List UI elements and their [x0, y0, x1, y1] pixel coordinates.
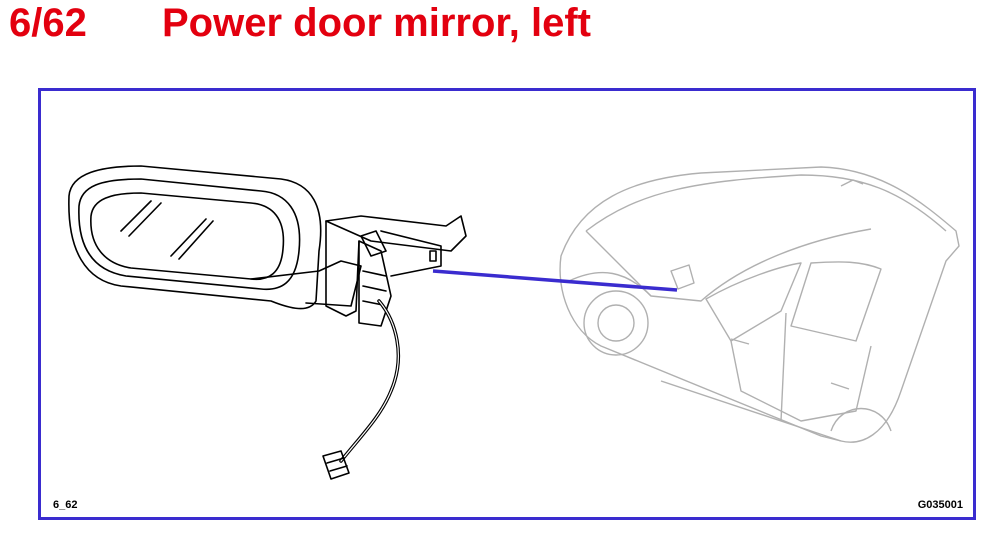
mirror-housing-outer	[68, 165, 322, 310]
car-outline-drawing	[559, 166, 960, 443]
car-front-wheel	[583, 290, 649, 356]
illustration-canvas	[68, 165, 960, 480]
page-title: Power door mirror, left	[162, 1, 591, 45]
car-side-window-front	[705, 262, 802, 342]
mirror-cable-connector-detail	[326, 457, 348, 472]
mirror-glass	[90, 192, 285, 281]
mirror-glare-line-2	[128, 202, 162, 237]
car-door-handle-front	[730, 338, 750, 345]
mirror-cable-inner	[340, 300, 399, 462]
car-roof-line	[585, 174, 947, 232]
illustration-frame: 6_62 G035001	[38, 88, 976, 520]
mirror-arm	[250, 260, 362, 307]
pointer-line	[432, 269, 678, 292]
mirror-mount-clip	[429, 250, 437, 262]
mirror-mount-bracket	[325, 215, 467, 252]
mirror-glare-line-1	[120, 200, 152, 232]
mirror-cable-connector	[322, 450, 350, 480]
car-side-window-rear	[790, 261, 882, 342]
car-body-outline	[559, 166, 960, 443]
mirror-housing-inner	[78, 178, 301, 291]
mirror-assembly-drawing	[68, 165, 467, 480]
car-roof-antenna	[840, 179, 864, 187]
mirror-mount-plate	[380, 230, 442, 277]
section-number: 6/62	[9, 1, 87, 45]
car-rear-wheel-arch	[830, 407, 892, 432]
mirror-motor-detail	[362, 270, 387, 306]
car-side-mirror	[670, 264, 695, 290]
mirror-mount-base	[325, 220, 360, 317]
figure-code-right: G035001	[917, 499, 963, 511]
mirror-glare-line-4	[178, 220, 214, 260]
mirror-connector-block	[360, 230, 387, 257]
figure-code-left: 6_62	[53, 499, 78, 511]
car-door-divider	[780, 312, 787, 422]
car-front-wheel-hub	[597, 304, 635, 342]
car-door-handle-rear	[830, 382, 850, 390]
car-sill	[660, 380, 842, 442]
car-door-line	[730, 340, 872, 422]
car-windshield	[585, 228, 872, 302]
mirror-glare-line-3	[170, 218, 207, 257]
